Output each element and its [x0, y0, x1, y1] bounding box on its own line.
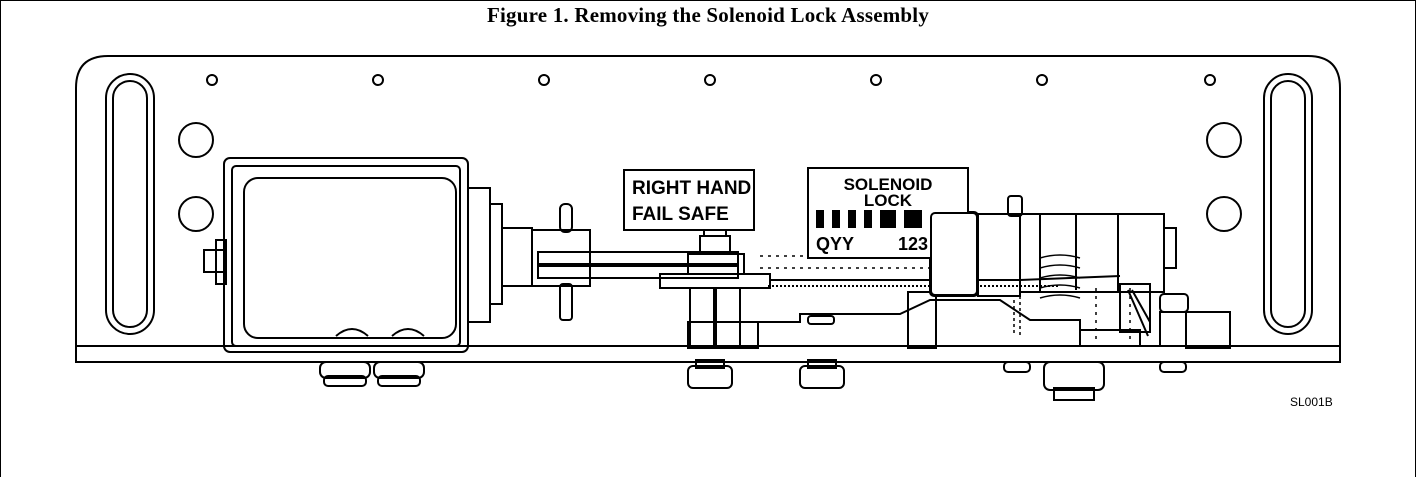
right-slot-inner	[1270, 80, 1306, 328]
solenoid-label-line4: 123	[898, 234, 928, 254]
solenoid-label-line3: QYY	[816, 234, 854, 254]
right-hand-label-line1: RIGHT HAND	[632, 178, 751, 199]
left-slot	[105, 73, 155, 335]
side-fastener	[1159, 293, 1231, 349]
solenoid-label-line1: SOLENOID	[844, 175, 933, 194]
solenoid-mount-nuts	[319, 361, 425, 387]
pivot-nut	[687, 359, 733, 389]
center-nut	[799, 359, 845, 389]
figure-title: Figure 1. Removing the Solenoid Lock Ass…	[486, 3, 930, 27]
small-stud-left	[1003, 361, 1031, 373]
small-stud-right	[1159, 361, 1187, 373]
solenoid-label-line2: LOCK	[864, 191, 913, 210]
figure-code: SL001B	[1290, 395, 1333, 409]
left-slot-inner	[112, 80, 148, 328]
chassis-plate	[75, 55, 1341, 352]
solenoid-body	[203, 157, 533, 353]
chassis-base-rail	[75, 345, 1341, 363]
plunger-clevis	[531, 203, 739, 321]
mounting-holes	[206, 74, 1216, 86]
barcode	[816, 210, 922, 228]
large-holes	[178, 122, 1242, 232]
lock-mount-nut	[1043, 361, 1105, 401]
spring	[1013, 254, 1081, 336]
right-hand-label-line2: FAIL SAFE	[632, 204, 729, 225]
lock-cap	[930, 212, 978, 296]
right-hand-label-plate	[623, 169, 755, 231]
latch-bracket	[740, 291, 1081, 349]
right-slot	[1263, 73, 1313, 335]
